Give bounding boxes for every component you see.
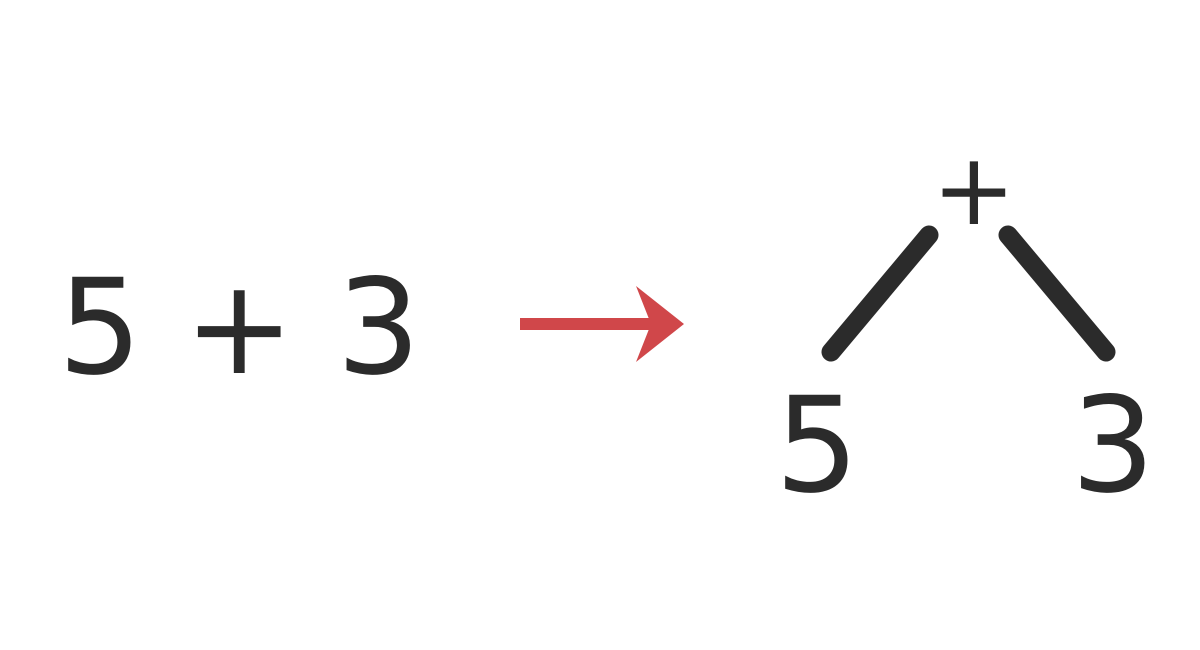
tree-edge-left <box>821 225 939 362</box>
tree-right-operand: 3 <box>1071 369 1155 523</box>
tree-left-operand: 5 <box>775 369 859 523</box>
infix-expression: 5 + 3 <box>58 251 421 405</box>
tree-edge-right <box>998 225 1116 362</box>
arrow-head <box>636 286 684 362</box>
tree-root-operator: + <box>932 131 1016 248</box>
transform-arrow <box>520 286 684 362</box>
